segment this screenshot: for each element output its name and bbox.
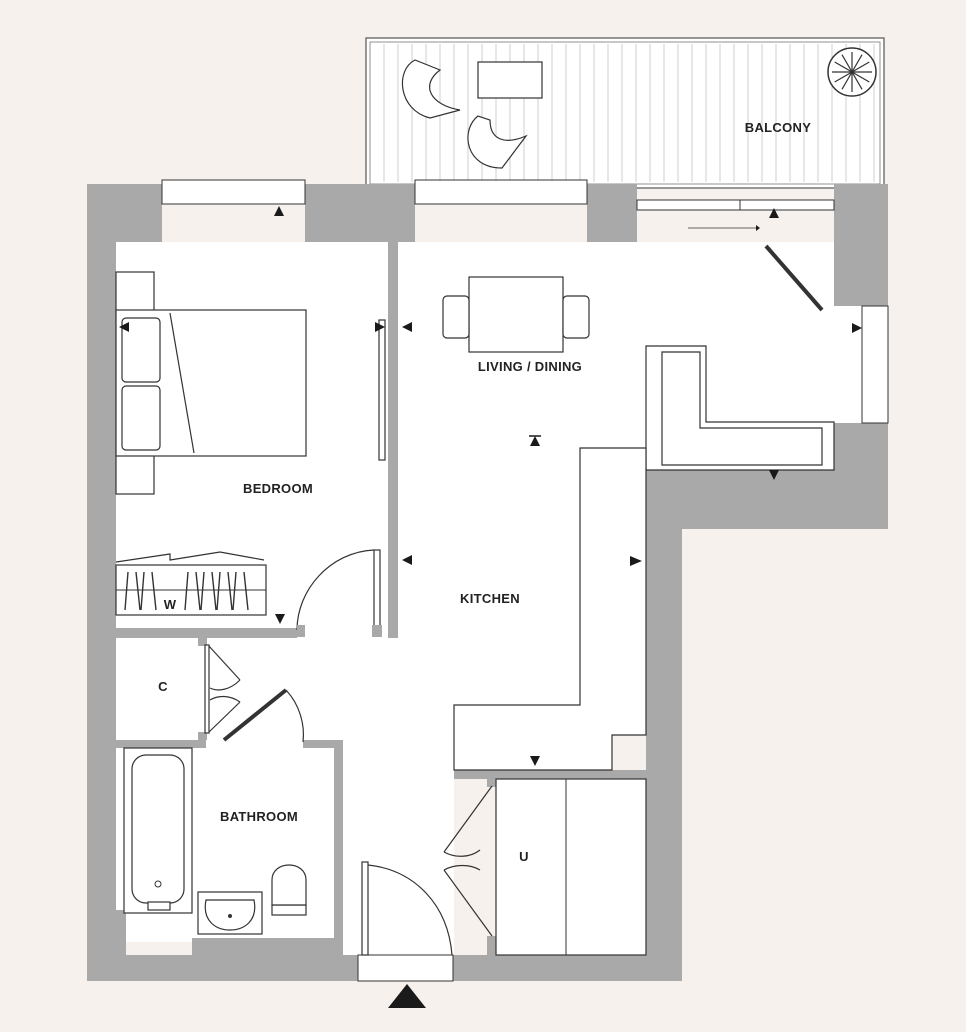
wardrobe-label: W — [164, 597, 177, 612]
plant-leaf — [841, 71, 853, 90]
windows — [161, 179, 889, 424]
hanger — [124, 571, 129, 611]
plant-leaf — [851, 54, 863, 73]
balcony-label: BALCONY — [745, 120, 811, 135]
hanger — [195, 571, 201, 611]
entrance-arrow-icon — [388, 984, 426, 1008]
view-markers — [119, 206, 862, 766]
utility-cupboard — [495, 778, 647, 956]
kitchen-label: KITCHEN — [460, 591, 520, 606]
hanger — [243, 571, 249, 611]
chair-icon — [401, 59, 461, 119]
plant-icon — [827, 47, 877, 97]
balcony-furniture — [401, 47, 877, 169]
bedroom-sliding-door — [378, 319, 386, 461]
hanger — [135, 571, 141, 611]
bedroom-door — [296, 549, 382, 637]
utility-doors — [443, 785, 493, 937]
plant-leaf — [834, 61, 853, 73]
plant-leaf — [851, 71, 870, 83]
bedroom-label: BEDROOM — [243, 481, 313, 496]
hanger — [184, 571, 189, 611]
sink-icon — [197, 891, 263, 935]
bed-icon — [115, 271, 307, 495]
dining-table-icon — [442, 276, 590, 353]
plant-leaf — [851, 71, 863, 90]
chair-icon — [467, 115, 528, 169]
interior-walls — [116, 242, 646, 955]
hanger — [232, 571, 237, 611]
kitchen-counter — [453, 447, 647, 771]
bath-icon — [123, 747, 193, 914]
wardrobe-icon — [115, 551, 267, 616]
balcony-area — [365, 37, 885, 189]
hanger — [200, 571, 205, 611]
hanger — [151, 571, 157, 611]
hanger — [216, 571, 221, 611]
toilet-icon — [271, 864, 307, 916]
cupboard-label: C — [158, 679, 168, 694]
bathroom-label: BATHROOM — [220, 809, 298, 824]
cupboard-doors — [204, 644, 241, 734]
balcony-door — [688, 225, 824, 312]
hanger — [211, 571, 217, 611]
entrance-door — [357, 861, 454, 982]
hanger — [227, 571, 233, 611]
exterior-walls — [87, 184, 888, 981]
hanger — [140, 571, 145, 611]
plant-leaf — [834, 71, 853, 83]
living-dining-label: LIVING / DINING — [478, 359, 582, 374]
plant-leaf — [841, 54, 853, 73]
utility-label: U — [519, 849, 529, 864]
bathroom-door — [222, 688, 305, 743]
plant-leaf — [851, 61, 870, 73]
